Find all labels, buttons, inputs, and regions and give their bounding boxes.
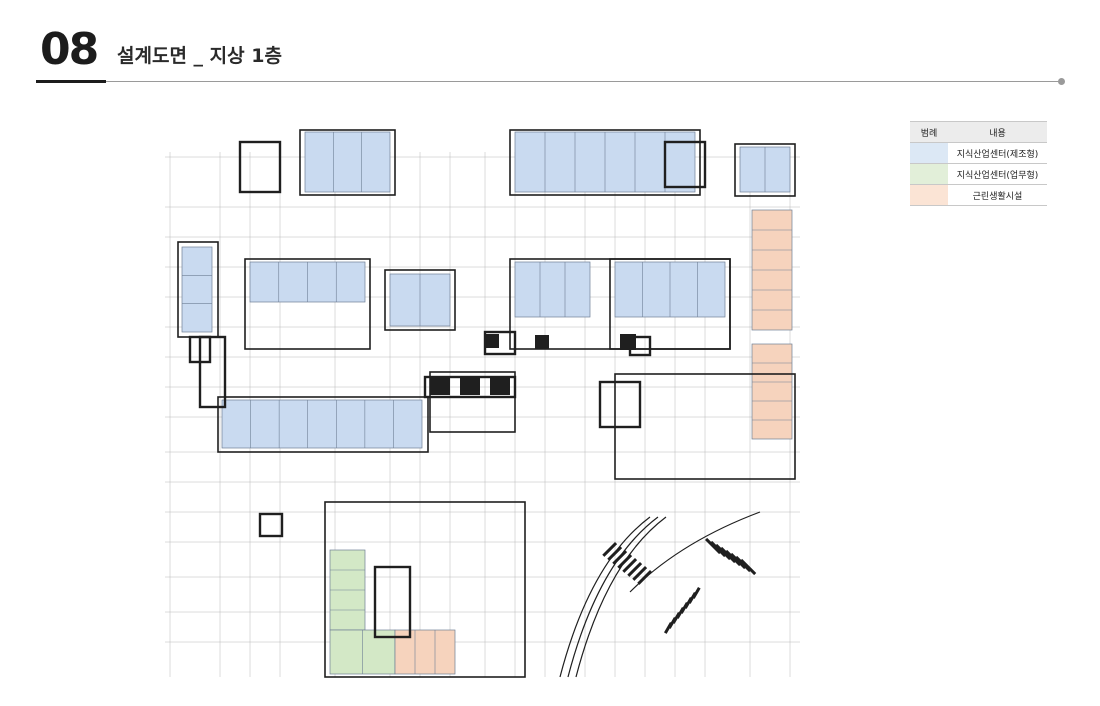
zone-manufacturing bbox=[181, 246, 213, 333]
core-block bbox=[188, 335, 212, 364]
solid-core bbox=[535, 335, 549, 349]
legend-row: 지식산업센터(업무형) bbox=[910, 163, 1047, 185]
solid-core bbox=[485, 334, 499, 348]
zone-manufacturing bbox=[221, 399, 423, 449]
core-block bbox=[198, 335, 227, 409]
legend-label: 지식산업센터(업무형) bbox=[948, 163, 1047, 185]
legend-table: 범례 내용 지식산업센터(제조형) 지식산업센터(업무형) 근린생활시설 bbox=[910, 121, 1047, 206]
road-edge bbox=[567, 516, 659, 678]
crosswalk-stripe bbox=[692, 587, 701, 599]
title-underline bbox=[36, 80, 106, 83]
core-block bbox=[598, 380, 642, 429]
legend-label: 근린생활시설 bbox=[948, 184, 1047, 206]
road-and-crosswalks bbox=[559, 511, 761, 678]
section-number: 08 bbox=[40, 24, 99, 75]
core-block bbox=[238, 140, 282, 194]
zone-manufacturing bbox=[514, 261, 591, 318]
walls-and-cores bbox=[177, 129, 796, 678]
solid-core bbox=[620, 334, 636, 350]
crosswalk-stripe bbox=[607, 546, 623, 561]
zone-retail bbox=[751, 343, 793, 440]
crosswalk-stripe bbox=[622, 558, 638, 573]
road-edge bbox=[559, 516, 651, 678]
solid-core bbox=[430, 377, 450, 395]
header-divider bbox=[106, 81, 1062, 82]
crosswalk-stripe bbox=[627, 562, 643, 577]
crosswalk-stripe bbox=[637, 570, 653, 585]
zone-manufacturing bbox=[304, 131, 391, 193]
crosswalk-stripe bbox=[617, 554, 633, 569]
building-outline bbox=[299, 129, 396, 196]
core-block bbox=[373, 565, 412, 639]
building-outline bbox=[324, 501, 526, 678]
divider-end-dot bbox=[1058, 78, 1065, 85]
legend-swatch-office bbox=[910, 163, 948, 185]
solid-core bbox=[490, 377, 510, 395]
core-block bbox=[258, 512, 284, 538]
building-outline bbox=[609, 258, 731, 350]
legend-symbol-header: 범례 bbox=[910, 121, 948, 143]
building-outline bbox=[217, 396, 429, 453]
core-block bbox=[663, 140, 707, 189]
legend-swatch-retail bbox=[910, 184, 948, 206]
building-outline bbox=[429, 371, 516, 433]
use-zones bbox=[181, 131, 793, 675]
legend-row: 지식산업센터(제조형) bbox=[910, 142, 1047, 164]
crosswalk-stripe bbox=[740, 558, 757, 576]
legend-row: 근린생활시설 bbox=[910, 184, 1047, 206]
building-outline bbox=[734, 143, 796, 197]
crosswalk-stripe bbox=[602, 541, 618, 557]
building-outline bbox=[244, 258, 371, 350]
road-edge bbox=[575, 516, 667, 678]
building-outline bbox=[509, 129, 701, 196]
page-title: 설계도면 _ 지상 1층 bbox=[117, 45, 282, 67]
solid-core bbox=[460, 377, 480, 395]
legend-label: 지식산업센터(제조형) bbox=[948, 142, 1047, 164]
floor-plan-drawing bbox=[165, 129, 800, 678]
crosswalk-stripe bbox=[612, 550, 628, 565]
legend-content-header: 내용 bbox=[948, 121, 1047, 143]
crosswalk-stripe bbox=[632, 566, 648, 581]
legend-header-row: 범례 내용 bbox=[910, 121, 1047, 143]
legend-swatch-manufacturing bbox=[910, 142, 948, 164]
building-outline bbox=[384, 269, 456, 331]
